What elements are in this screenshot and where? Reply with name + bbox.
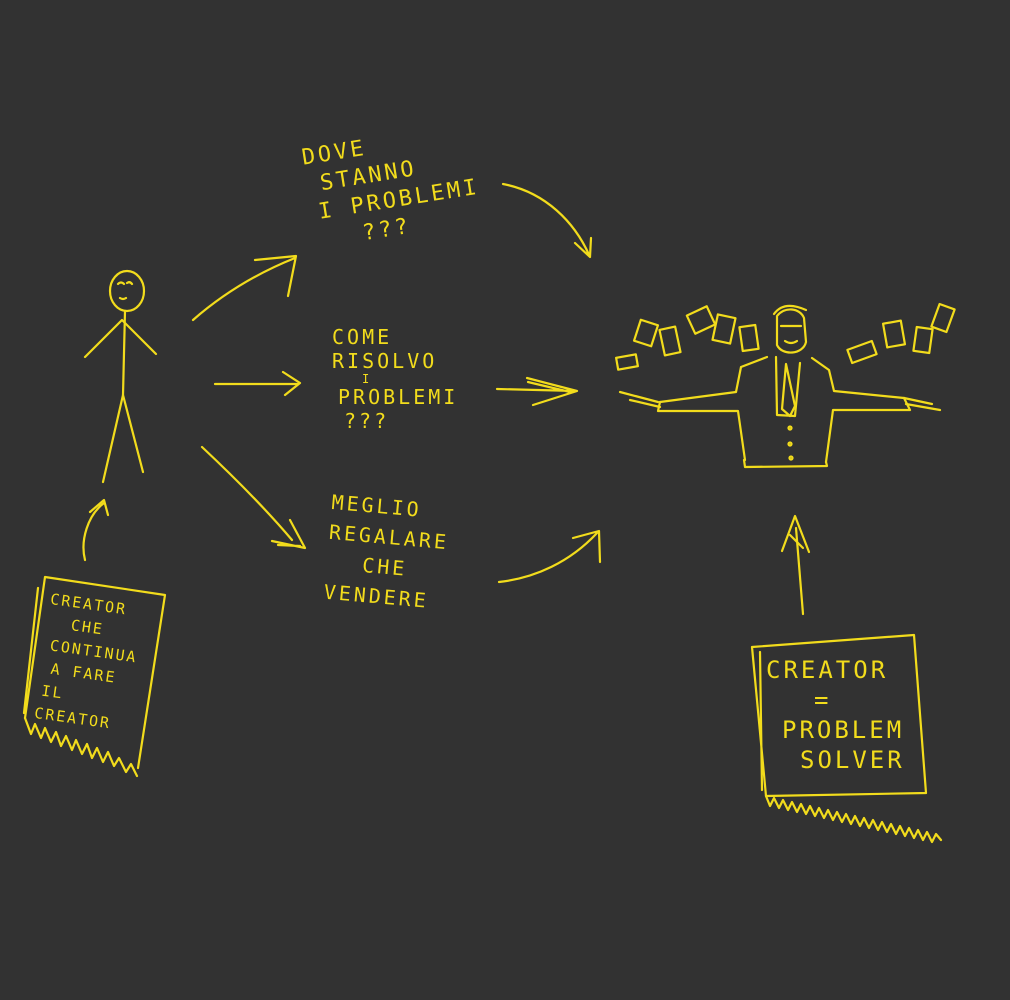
label-line: PROBLEMI: [338, 385, 459, 409]
stick-figure-icon: [83, 269, 158, 484]
arrow-down-right: [200, 445, 307, 550]
label-line: PROBLEM: [782, 716, 905, 744]
label-line: CREATOR: [766, 656, 889, 684]
arrow-up-right: [191, 254, 298, 322]
label-line: RISOLVO: [332, 349, 438, 373]
successful-creator-icon: [618, 304, 942, 469]
left-note-fringe: [23, 716, 139, 778]
label-line: I: [362, 372, 373, 386]
banknote-icon: [615, 302, 956, 371]
question-how-solve: COME RISOLVO I PROBLEMI ???: [332, 325, 458, 433]
statement-give-vs-sell: MEGLIO REGALARE CHE VENDERE: [323, 487, 453, 617]
right-note-text: CREATOR = PROBLEM SOLVER: [766, 655, 905, 775]
label-line: =: [814, 686, 832, 714]
arrow-up-left-note: [82, 498, 110, 562]
right-note-fringe: [764, 794, 943, 844]
label-line: SOLVER: [800, 746, 905, 774]
label-line: ???: [344, 409, 390, 433]
arrow-right: [213, 370, 302, 397]
label-line: COME: [332, 325, 393, 349]
right-note-paper: [750, 633, 928, 798]
arrow-curve-top: [501, 182, 593, 259]
arrow-up-right-note: [780, 514, 811, 616]
arrow-curve-bottom: [497, 529, 602, 584]
left-note-paper: [22, 575, 167, 770]
arrow-middle: [495, 376, 579, 407]
left-note-text: CREATOR CHE CONTINUA A FARE IL CREATOR: [33, 588, 146, 738]
